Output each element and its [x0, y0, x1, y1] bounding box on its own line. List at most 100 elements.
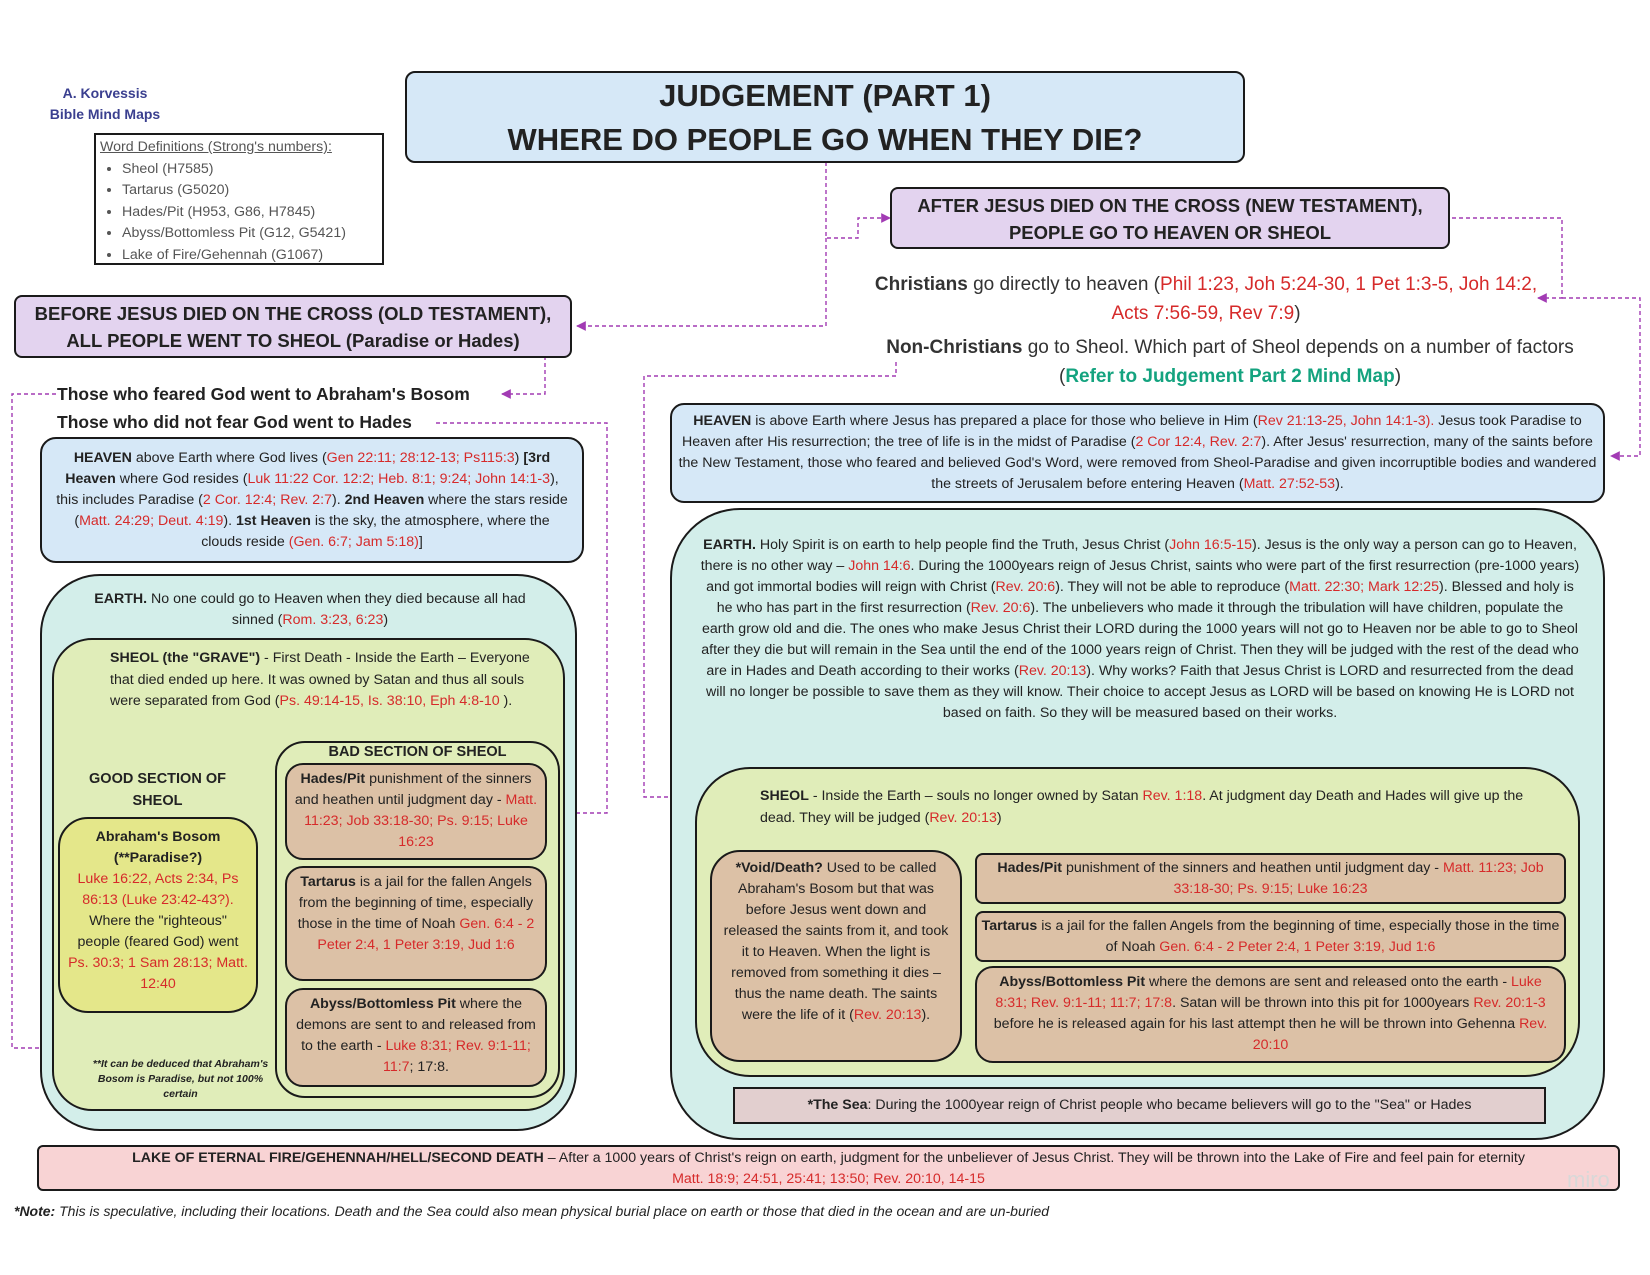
- judgement-part2-link[interactable]: Refer to Judgement Part 2 Mind Map: [1065, 366, 1395, 387]
- christians-body: go directly to heaven (: [967, 274, 1161, 295]
- nt-earth-body: ). The unbelievers who made it through t…: [701, 600, 1579, 679]
- ot-abyss-body: where the demons are sent to and release…: [296, 996, 536, 1054]
- nt-earth-body: . During the 1000years reign of Jesus Ch…: [706, 558, 1580, 595]
- nt-sheol-label: SHEOL: [760, 788, 809, 804]
- nt-earth-label: EARTH.: [703, 537, 756, 553]
- ot-sheol-refs: Ps. 49:14-15, Is. 38:10, Eph 4:8-10: [279, 693, 500, 709]
- ot-earth-text: EARTH. No one could go to Heaven when th…: [80, 589, 540, 631]
- ot-heaven-text: ), this includes Paradise (: [56, 471, 559, 508]
- first-heaven-label: 1st Heaven: [236, 513, 311, 529]
- nt-header-line2: PEOPLE GO TO HEAVEN OR SHEOL: [1008, 222, 1332, 243]
- nt-hades-body: punishment of the sinners and heathen un…: [1062, 860, 1443, 876]
- nt-earth-body: ). Blessed and holy is he who has part i…: [716, 579, 1574, 616]
- ot-abyss-tail: ; 17:8.: [409, 1059, 449, 1075]
- title-line1: JUDGEMENT (PART 1): [659, 78, 991, 113]
- definitions-heading: Word Definitions (Strong's numbers):: [100, 139, 332, 155]
- nt-earth-text: EARTH. Holy Spirit is on earth to help p…: [700, 535, 1580, 724]
- not-feared-god-text: Those who did not fear God went to Hades: [57, 412, 412, 432]
- sea-box: *The Sea: During the 1000year reign of C…: [733, 1087, 1546, 1124]
- ot-sheol-text: SHEOL (the "GRAVE") - First Death - Insi…: [110, 648, 530, 713]
- title-line2: WHERE DO PEOPLE GO WHEN THEY DIE?: [507, 122, 1143, 157]
- nt-abyss-body: before he is released again for his last…: [993, 1016, 1520, 1032]
- nt-earth-ref: Rev. 20:13: [1018, 663, 1087, 679]
- ot-sheol-body: - First Death - Inside the Earth – Every…: [110, 650, 530, 709]
- nt-void-label: *Void/Death?: [735, 860, 823, 876]
- definition-item: Abyss/Bottomless Pit (G12, G5421): [122, 223, 378, 245]
- nt-sheol-body: . At judgment day Death and Hades will g…: [760, 788, 1524, 826]
- ot-heaven-ref: (Gen. 6:7; Jam 5:18): [288, 534, 419, 550]
- nt-heaven-text: Jesus took Paradise to Heaven after His …: [682, 413, 1582, 450]
- nt-heaven-text: is above Earth where Jesus has prepared …: [751, 413, 1258, 429]
- nt-earth-ref: John 14:6: [848, 558, 911, 574]
- ot-sheol-close: ).: [499, 693, 513, 709]
- ot-hades-refs: Matt. 11:23; Job 33:18-30; Ps. 9:15; Luk…: [304, 792, 538, 850]
- nt-earth-body: ). Jesus is the only way a person can go…: [700, 537, 1577, 574]
- nt-heaven-ref: Matt. 27:52-53: [1243, 476, 1336, 492]
- lake-label: LAKE OF ETERNAL FIRE/GEHENNAH/HELL/SECON…: [132, 1150, 544, 1166]
- christians-close: ): [1294, 303, 1301, 324]
- ot-heaven-text: ).: [331, 492, 345, 508]
- nt-heaven-text: ). After Jesus' resurrection, many of th…: [678, 434, 1597, 492]
- ot-tartarus-box: Tartarus is a jail for the fallen Angels…: [285, 866, 547, 981]
- ot-abyss-label: Abyss/Bottomless Pit: [309, 996, 456, 1012]
- author-name: A. Korvessis: [62, 85, 148, 101]
- nt-earth-body: ). They will not be able to reproduce (: [1055, 579, 1290, 595]
- ot-earth-label: EARTH.: [94, 591, 148, 607]
- nt-tartarus-refs: Gen. 6:4 - 2 Peter 2:4, 1 Peter 3:19, Ju…: [1159, 939, 1436, 955]
- title-box: JUDGEMENT (PART 1) WHERE DO PEOPLE GO WH…: [405, 71, 1245, 163]
- abrahams-bosom-box: Abraham's Bosom (**Paradise?) Luke 16:22…: [58, 817, 258, 1013]
- old-testament-header: BEFORE JESUS DIED ON THE CROSS (OLD TEST…: [14, 295, 572, 358]
- nt-abyss-box: Abyss/Bottomless Pit where the demons ar…: [975, 966, 1566, 1063]
- nt-earth-ref: Rev. 20:6: [970, 600, 1031, 616]
- nt-abyss-body: . Satan will be thrown into this pit for…: [1172, 995, 1474, 1011]
- paradise-note: **It can be deduced that Abraham's Bosom…: [92, 1058, 269, 1100]
- nt-void-close: ).: [921, 1007, 931, 1023]
- lake-of-fire-box: LAKE OF ETERNAL FIRE/GEHENNAH/HELL/SECON…: [37, 1145, 1620, 1191]
- christians-refs: Phil 1:23, Joh 5:24-30, 1 Pet 1:3-5, Joh…: [1111, 274, 1538, 324]
- ot-heaven-text: where the stars reside (: [74, 492, 568, 529]
- ot-earth-refs: Rom. 3:23, 6:23: [282, 612, 384, 628]
- sea-label: *The Sea: [807, 1097, 868, 1113]
- ot-heaven-text: where God resides (: [115, 471, 248, 487]
- ot-tartarus-body: is a jail for the fallen Angels from the…: [297, 874, 534, 932]
- nt-void-death-box: *Void/Death? Used to be called Abraham's…: [710, 850, 962, 1062]
- nt-tartarus-box: Tartarus is a jail for the fallen Angels…: [975, 911, 1566, 962]
- nt-tartarus-body: is a jail for the fallen Angels from the…: [1037, 918, 1560, 955]
- feared-suffix: God went to Abraham's Bosom: [205, 384, 470, 404]
- abrahams-bosom-refs: Luke 16:22, Acts 2:34, Ps 86:13 (Luke 23…: [77, 871, 239, 908]
- abrahams-bosom-body: Where the "righteous" people (feared God…: [77, 913, 239, 950]
- nt-sheol-body: - Inside the Earth – souls no longer own…: [808, 788, 1143, 804]
- ot-earth-close: ): [383, 612, 389, 628]
- nt-earth-ref: Rev. 20:6: [995, 579, 1056, 595]
- nt-sheol-body: ): [996, 809, 1002, 826]
- nt-earth-ref: John 16:5-15: [1169, 537, 1252, 553]
- non-christians-bold: Non-Christians: [886, 337, 1023, 358]
- author-series: Bible Mind Maps: [49, 106, 161, 122]
- nt-heaven-text: ).: [1335, 476, 1344, 492]
- ot-earth-body: No one could go to Heaven when they died…: [147, 591, 526, 628]
- ot-heaven-box: HEAVEN above Earth where God lives (Gen …: [40, 437, 584, 563]
- ot-tartarus-refs: Gen. 6:4 - 2 Peter 2:4, 1 Peter 3:19, Ju…: [317, 916, 535, 953]
- ot-tartarus-label: Tartarus: [300, 874, 356, 890]
- christians-bold: Christians: [874, 274, 968, 295]
- good-section-heading: GOOD SECTION OF SHEOL: [89, 771, 226, 809]
- abrahams-bosom-refs: Ps. 30:3; 1 Sam 28:13; Matt. 12:40: [68, 955, 248, 992]
- nt-abyss-ref: Luke 8:31; Rev. 9:1-11; 11:7; 17:8: [995, 974, 1542, 1011]
- non-christians-body: go to Sheol. Which part of Sheol depends…: [1022, 337, 1574, 387]
- ot-heaven-ref: Gen 22:11; 28:12-13; Ps115:3: [326, 450, 515, 466]
- ot-heaven-text: is the sky, the atmosphere, where the cl…: [201, 513, 550, 550]
- lake-body: – After a 1000 years of Christ's reign o…: [543, 1150, 1525, 1166]
- ot-heaven-text: above Earth where God lives (: [131, 450, 327, 466]
- non-christians-text: Non-Christians go to Sheol. Which part o…: [880, 333, 1580, 391]
- ot-header-line1: BEFORE JESUS DIED ON THE CROSS (OLD TEST…: [34, 303, 552, 324]
- nt-void-body: Used to be called Abraham's Bosom but th…: [723, 860, 949, 1023]
- nt-sheol-ref: Rev. 1:18: [1142, 788, 1203, 804]
- connector-ot-to-feared: [501, 356, 546, 399]
- ot-heaven-text: ): [514, 450, 520, 466]
- definitions-list: Sheol (H7585) Tartarus (G5020) Hades/Pit…: [100, 159, 378, 267]
- lake-refs: Matt. 18:9; 24:51, 25:41; 13:50; Rev. 20…: [672, 1171, 985, 1187]
- ot-heaven-text: ).: [223, 513, 237, 529]
- nt-abyss-ref: Rev. 20:10: [1252, 1016, 1548, 1053]
- abrahams-bosom-subtitle: (**Paradise?): [113, 850, 203, 866]
- ot-abyss-box: Abyss/Bottomless Pit where the demons ar…: [285, 988, 547, 1087]
